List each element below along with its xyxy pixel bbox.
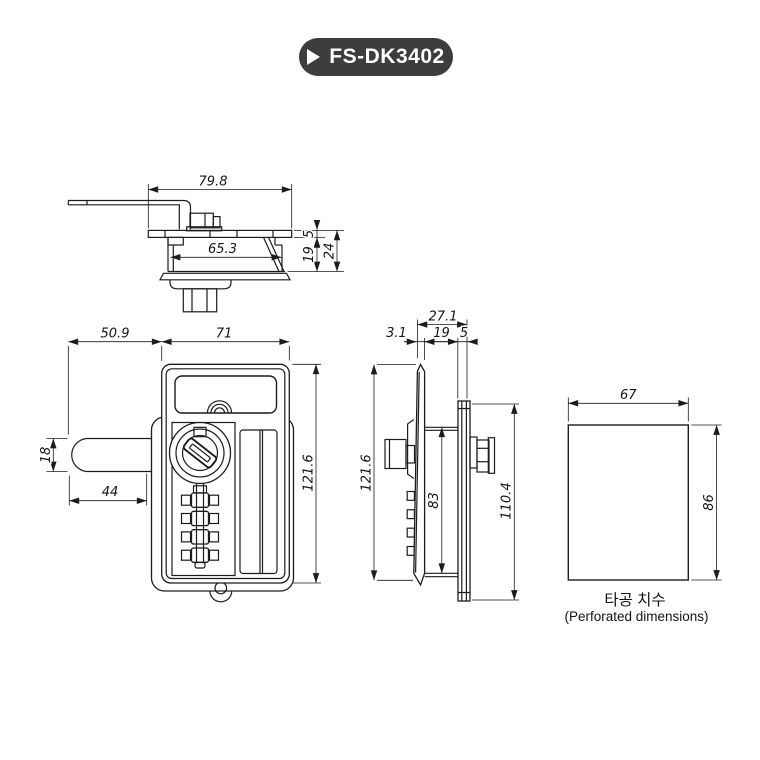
cutout-view: 67 86 타공 치수 (Perforated dimensions) [564,387,722,624]
top-view-dimensions [147,184,344,272]
dim-flange-thickness: 5 [302,230,317,238]
side-view-dimensions [370,319,519,601]
cutout-rectangle [567,424,689,581]
model-number: FS-DK3402 [329,45,445,68]
latch-side [469,436,496,474]
dim-latch-reach: 50.9 [101,327,130,342]
dim-body-depth-side: 19 [433,326,450,341]
latch-arm-top [68,199,192,230]
play-triangle-icon [307,49,321,65]
dim-flange-height: 110.4 [500,482,515,519]
dim-latch-diameter: 18 [39,447,54,464]
model-badge: FS-DK3402 [299,38,453,76]
buttons-side [406,490,416,556]
dim-cutout-width: 67 [620,388,637,403]
side-view: 27.1 3.1 19 5 121.6 83 110.4 [358,308,519,602]
keyway-slot [182,437,218,469]
front-view-dimensions [46,338,321,584]
dim-total-depth-top: 24 [323,243,338,260]
cutout-dimensions [567,397,722,581]
mounting-flange-top [147,229,293,238]
dim-cutout-height: 86 [702,494,717,511]
handle-bar [239,429,278,575]
top-view: 79.8 65.3 5 19 24 [67,173,344,313]
combination-buttons [180,483,220,569]
front-view: 50.9 71 18 44 121.6 [37,325,321,603]
cutout-caption-korean: 타공 치수 [604,591,665,609]
lock-body-top [167,236,184,246]
latch-bar [71,437,153,473]
dim-body-width: 71 [216,327,233,342]
dim-latch-length: 44 [102,485,119,500]
top-view-part [67,199,293,313]
dim-body-height-side: 121.6 [359,454,374,491]
dim-front-protrusion: 3.1 [386,326,407,341]
key-dial [168,421,232,485]
dim-total-depth-side: 27.1 [429,310,458,325]
cutout-caption-english: (Perforated dimensions) [564,609,708,624]
name-plate-window [174,375,278,414]
dim-body-width-top: 65.3 [208,242,237,257]
flange-side [457,400,471,602]
dim-body-depth-top: 19 [302,246,317,263]
dial-knob-side [384,419,416,479]
lock-body-front [161,363,290,584]
dim-flange-width: 79.8 [199,175,228,190]
dim-rear-depth: 5 [460,326,468,341]
dim-inner-height: 83 [427,492,442,509]
dim-body-height-front: 121.6 [302,454,317,491]
